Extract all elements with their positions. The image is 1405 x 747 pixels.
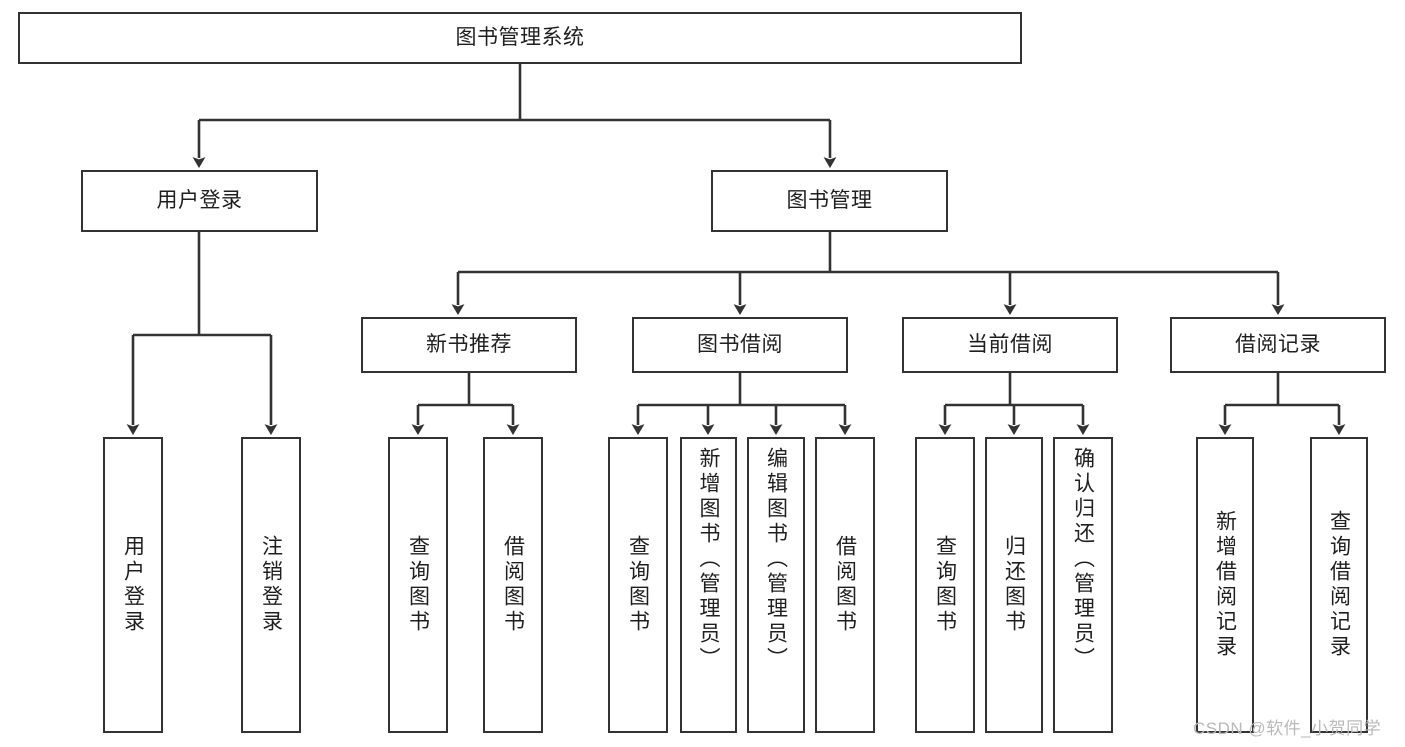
- leaf-query-book-1[interactable]: 查询图书: [388, 437, 448, 733]
- leaf-logout[interactable]: 注销登录: [241, 437, 301, 733]
- node-book-manage-label: 图书管理: [786, 188, 873, 212]
- node-current-borrow[interactable]: 当前借阅: [902, 317, 1118, 373]
- node-new-book-rec-label: 新书推荐: [426, 332, 512, 356]
- node-book-borrow[interactable]: 图书借阅: [632, 317, 848, 373]
- leaf-query-book-1-label: 查询图书: [406, 535, 430, 635]
- node-root[interactable]: 图书管理系统: [18, 12, 1022, 64]
- node-user-login-label: 用户登录: [156, 188, 243, 212]
- leaf-borrow-book-2-label: 借阅图书: [833, 535, 857, 635]
- leaf-query-record[interactable]: 查询借阅记录: [1310, 437, 1368, 733]
- node-book-manage[interactable]: 图书管理: [711, 170, 948, 232]
- leaf-query-book-2[interactable]: 查询图书: [608, 437, 668, 733]
- leaf-confirm-return-label: 确认归还（管理员）: [1071, 447, 1095, 672]
- leaf-borrow-book-1[interactable]: 借阅图书: [483, 437, 543, 733]
- leaf-return-book-label: 归还图书: [1002, 535, 1026, 635]
- leaf-add-book-label: 新增图书（管理员）: [697, 447, 720, 672]
- node-current-borrow-label: 当前借阅: [967, 332, 1053, 356]
- leaf-query-book-3-label: 查询图书: [933, 535, 957, 635]
- node-borrow-record-label: 借阅记录: [1235, 332, 1321, 356]
- leaf-user-login[interactable]: 用户登录: [103, 437, 163, 733]
- leaf-confirm-return[interactable]: 确认归还（管理员）: [1053, 437, 1113, 733]
- leaf-return-book[interactable]: 归还图书: [985, 437, 1043, 733]
- leaf-edit-book-label: 编辑图书（管理员）: [764, 447, 788, 672]
- leaf-user-login-label: 用户登录: [121, 535, 145, 635]
- csdn-watermark: CSDN @软件_小贺同学: [1193, 719, 1382, 738]
- leaf-borrow-book-1-label: 借阅图书: [501, 535, 525, 635]
- leaf-query-book-3[interactable]: 查询图书: [915, 437, 975, 733]
- node-borrow-record[interactable]: 借阅记录: [1170, 317, 1386, 373]
- leaf-query-record-label: 查询借阅记录: [1327, 510, 1351, 660]
- leaf-edit-book[interactable]: 编辑图书（管理员）: [747, 437, 805, 733]
- leaf-add-record-label: 新增借阅记录: [1213, 510, 1237, 660]
- leaf-query-book-2-label: 查询图书: [626, 535, 650, 635]
- node-book-borrow-label: 图书借阅: [697, 332, 783, 356]
- leaf-borrow-book-2[interactable]: 借阅图书: [815, 437, 875, 733]
- leaf-add-record[interactable]: 新增借阅记录: [1196, 437, 1254, 733]
- leaf-logout-label: 注销登录: [259, 535, 283, 635]
- node-root-label: 图书管理系统: [455, 25, 585, 49]
- node-new-book-rec[interactable]: 新书推荐: [361, 317, 577, 373]
- leaf-add-book[interactable]: 新增图书（管理员）: [680, 437, 737, 733]
- node-user-login[interactable]: 用户登录: [81, 170, 318, 232]
